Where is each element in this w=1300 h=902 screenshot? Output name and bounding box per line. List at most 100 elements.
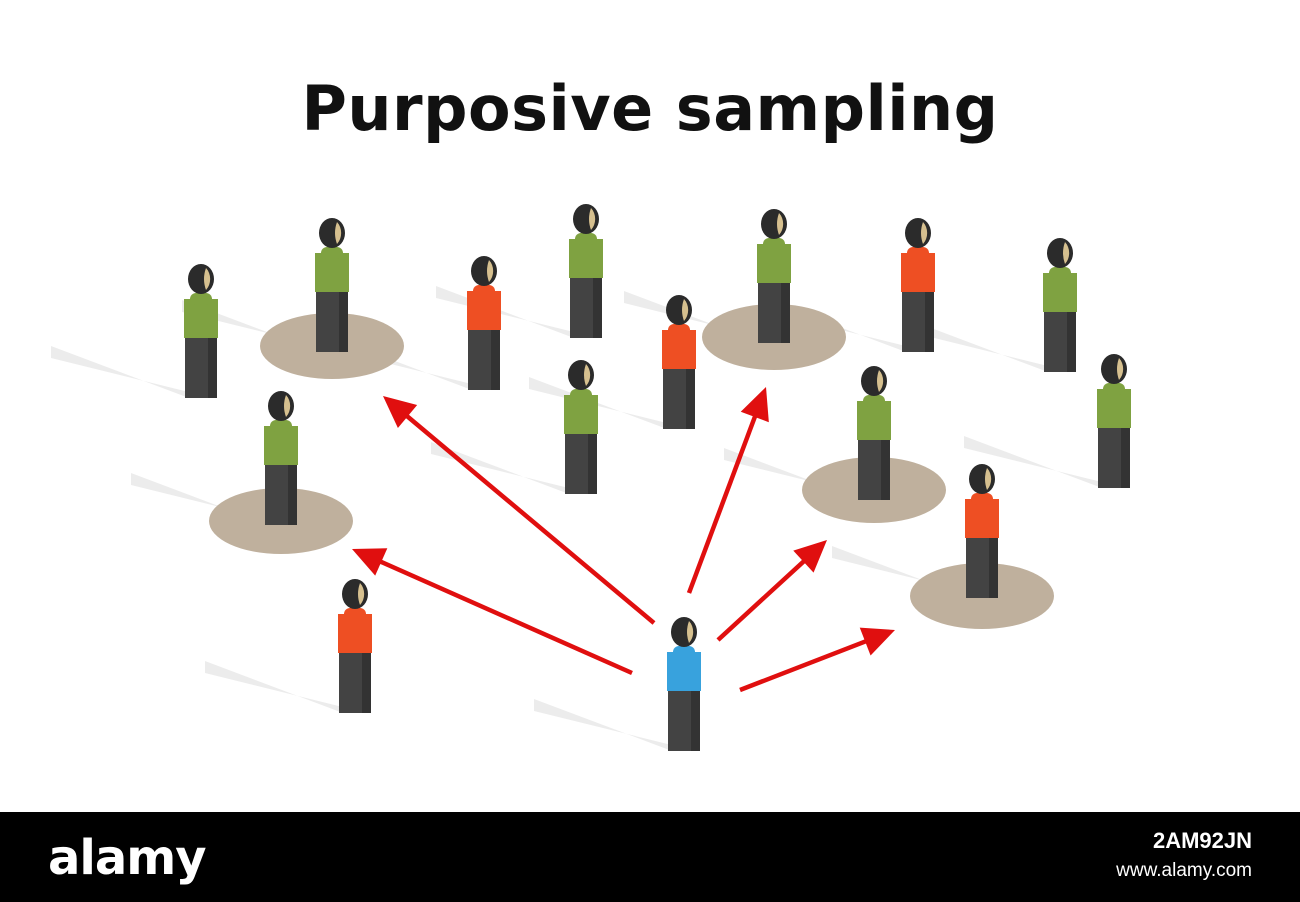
sampling-diagram [51,204,1131,751]
figure-legs-shade [1067,312,1076,372]
population-figure [338,579,372,713]
population-figure [857,366,891,500]
figure-shirt [315,253,349,292]
population-figure [965,464,999,598]
diagram-title: Purposive sampling [301,72,999,145]
figure-shoulders [344,608,366,620]
figure-shirt [569,239,603,278]
figure-legs-shade [1121,428,1130,488]
figure-face [777,213,784,235]
figure-face [985,468,992,490]
selection-arrow [352,548,633,676]
figure-shirt [467,291,501,330]
arrow-head [740,387,769,423]
population-figure [467,256,501,390]
figure-legs-shade [989,538,998,598]
selection-arrow [383,396,656,625]
arrow-head [383,396,418,429]
population-figure [264,391,298,525]
figure-shoulders [321,247,343,259]
figure-legs-shade [288,465,297,525]
arrow-shaft [686,414,758,594]
arrow-head [793,540,827,573]
figure-face [682,299,689,321]
figure-face [1063,242,1070,264]
figure-shirt [901,253,935,292]
figure-shirt [662,330,696,369]
figure-face [687,621,694,643]
figure-legs-shade [686,369,695,429]
figure-shoulders [907,247,929,259]
figure-face [284,395,291,417]
selection-arrow [739,627,895,693]
figure-legs-shade [588,434,597,494]
figure-shoulders [763,238,785,250]
figure-legs-shade [362,653,371,713]
figure-shoulders [575,233,597,245]
population-figure [184,264,218,398]
population-figure [569,204,603,338]
selection-arrow [686,387,769,594]
figure-face [921,222,928,244]
figure-legs-shade [208,338,217,398]
illustration-canvas: Purposive sampling [51,72,1131,751]
figure-shirt [965,499,999,538]
population-figure [901,218,935,352]
figure-shoulders [270,420,292,432]
figure-shirt [338,614,372,653]
figure-shirt [1043,273,1077,312]
figure-shoulders [668,324,690,336]
arrow-head [352,548,388,576]
figure-face [335,222,342,244]
site-url: www.alamy.com [1116,860,1252,881]
figure-legs-shade [339,292,348,352]
figure-face [584,364,591,386]
figure-shirt [564,395,598,434]
figure-face [877,370,884,392]
population-figure [1043,238,1077,372]
figure-shoulders [971,493,993,505]
figure-shoulders [863,395,885,407]
population-figure [315,218,349,352]
figure-shoulders [570,389,592,401]
figure-shirt [1097,389,1131,428]
figure-legs-shade [925,292,934,352]
figure-face [1117,358,1124,380]
stock-footer: alamy 2AM92JN www.alamy.com [0,812,1300,902]
population-figure [1097,354,1131,488]
figure-face [589,208,596,230]
image-meta: 2AM92JN www.alamy.com [1116,826,1252,886]
figure-shoulders [473,285,495,297]
figure-shirt [264,426,298,465]
alamy-logo: alamy [48,830,207,886]
figure-shirt [184,299,218,338]
arrow-shaft [739,638,868,693]
selection-disc-layer [209,304,1054,629]
figure-face [358,583,365,605]
sampler-figure [667,617,701,751]
selection-arrow [716,540,827,642]
figure-face [204,268,211,290]
arrow-head [859,627,895,656]
arrow-shaft [404,413,656,625]
arrow-shaft [716,558,807,642]
population-figure [662,295,696,429]
figure-legs-shade [691,691,700,751]
figure-shoulders [190,293,212,305]
population-figure [757,209,791,343]
figure-legs-shade [593,278,602,338]
figure-face [487,260,494,282]
arrow-layer [352,387,895,693]
figure-shoulders [673,646,695,658]
people-layer [184,204,1131,751]
figure-shirt [857,401,891,440]
arrow-shaft [378,559,633,676]
figure-legs-shade [781,283,790,343]
figure-shirt [667,652,701,691]
figure-shoulders [1049,267,1071,279]
figure-shirt [757,244,791,283]
image-id: 2AM92JN [1152,828,1252,853]
figure-legs-shade [491,330,500,390]
population-figure [564,360,598,494]
figure-shoulders [1103,383,1125,395]
